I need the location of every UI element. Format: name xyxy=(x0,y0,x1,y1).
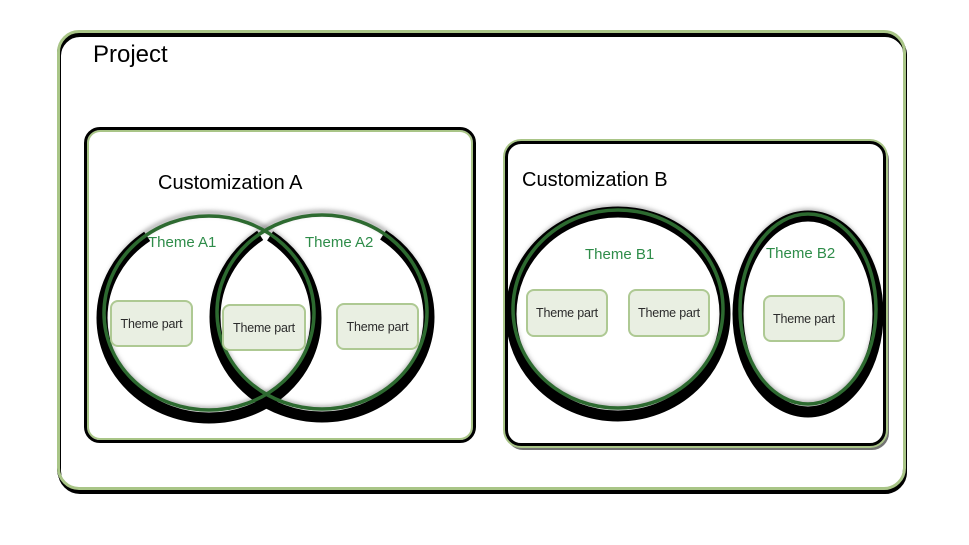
project-title: Project xyxy=(93,41,168,68)
theme-a2-label: Theme A2 xyxy=(305,234,374,251)
theme-part-box: Theme part xyxy=(110,300,193,347)
customization-a-title: Customization A xyxy=(158,172,303,194)
customization-a-box xyxy=(84,127,476,443)
customization-b-title: Customization B xyxy=(522,169,668,191)
theme-b2-label: Theme B2 xyxy=(766,245,836,262)
theme-a1-label: Theme A1 xyxy=(148,234,217,251)
theme-part-label: Theme part xyxy=(346,319,409,334)
theme-part-box: Theme part xyxy=(526,289,608,337)
theme-b1-label: Theme B1 xyxy=(585,246,655,263)
theme-part-box: Theme part xyxy=(222,304,306,351)
project-box xyxy=(57,30,906,490)
theme-part-label: Theme part xyxy=(120,316,183,331)
theme-part-label: Theme part xyxy=(536,306,598,320)
theme-part-box: Theme part xyxy=(336,303,419,350)
theme-part-box: Theme part xyxy=(763,295,845,342)
theme-part-label: Theme part xyxy=(638,306,700,320)
theme-part-label: Theme part xyxy=(773,311,835,326)
theme-part-box: Theme part xyxy=(628,289,710,337)
theme-part-label: Theme part xyxy=(233,320,295,335)
